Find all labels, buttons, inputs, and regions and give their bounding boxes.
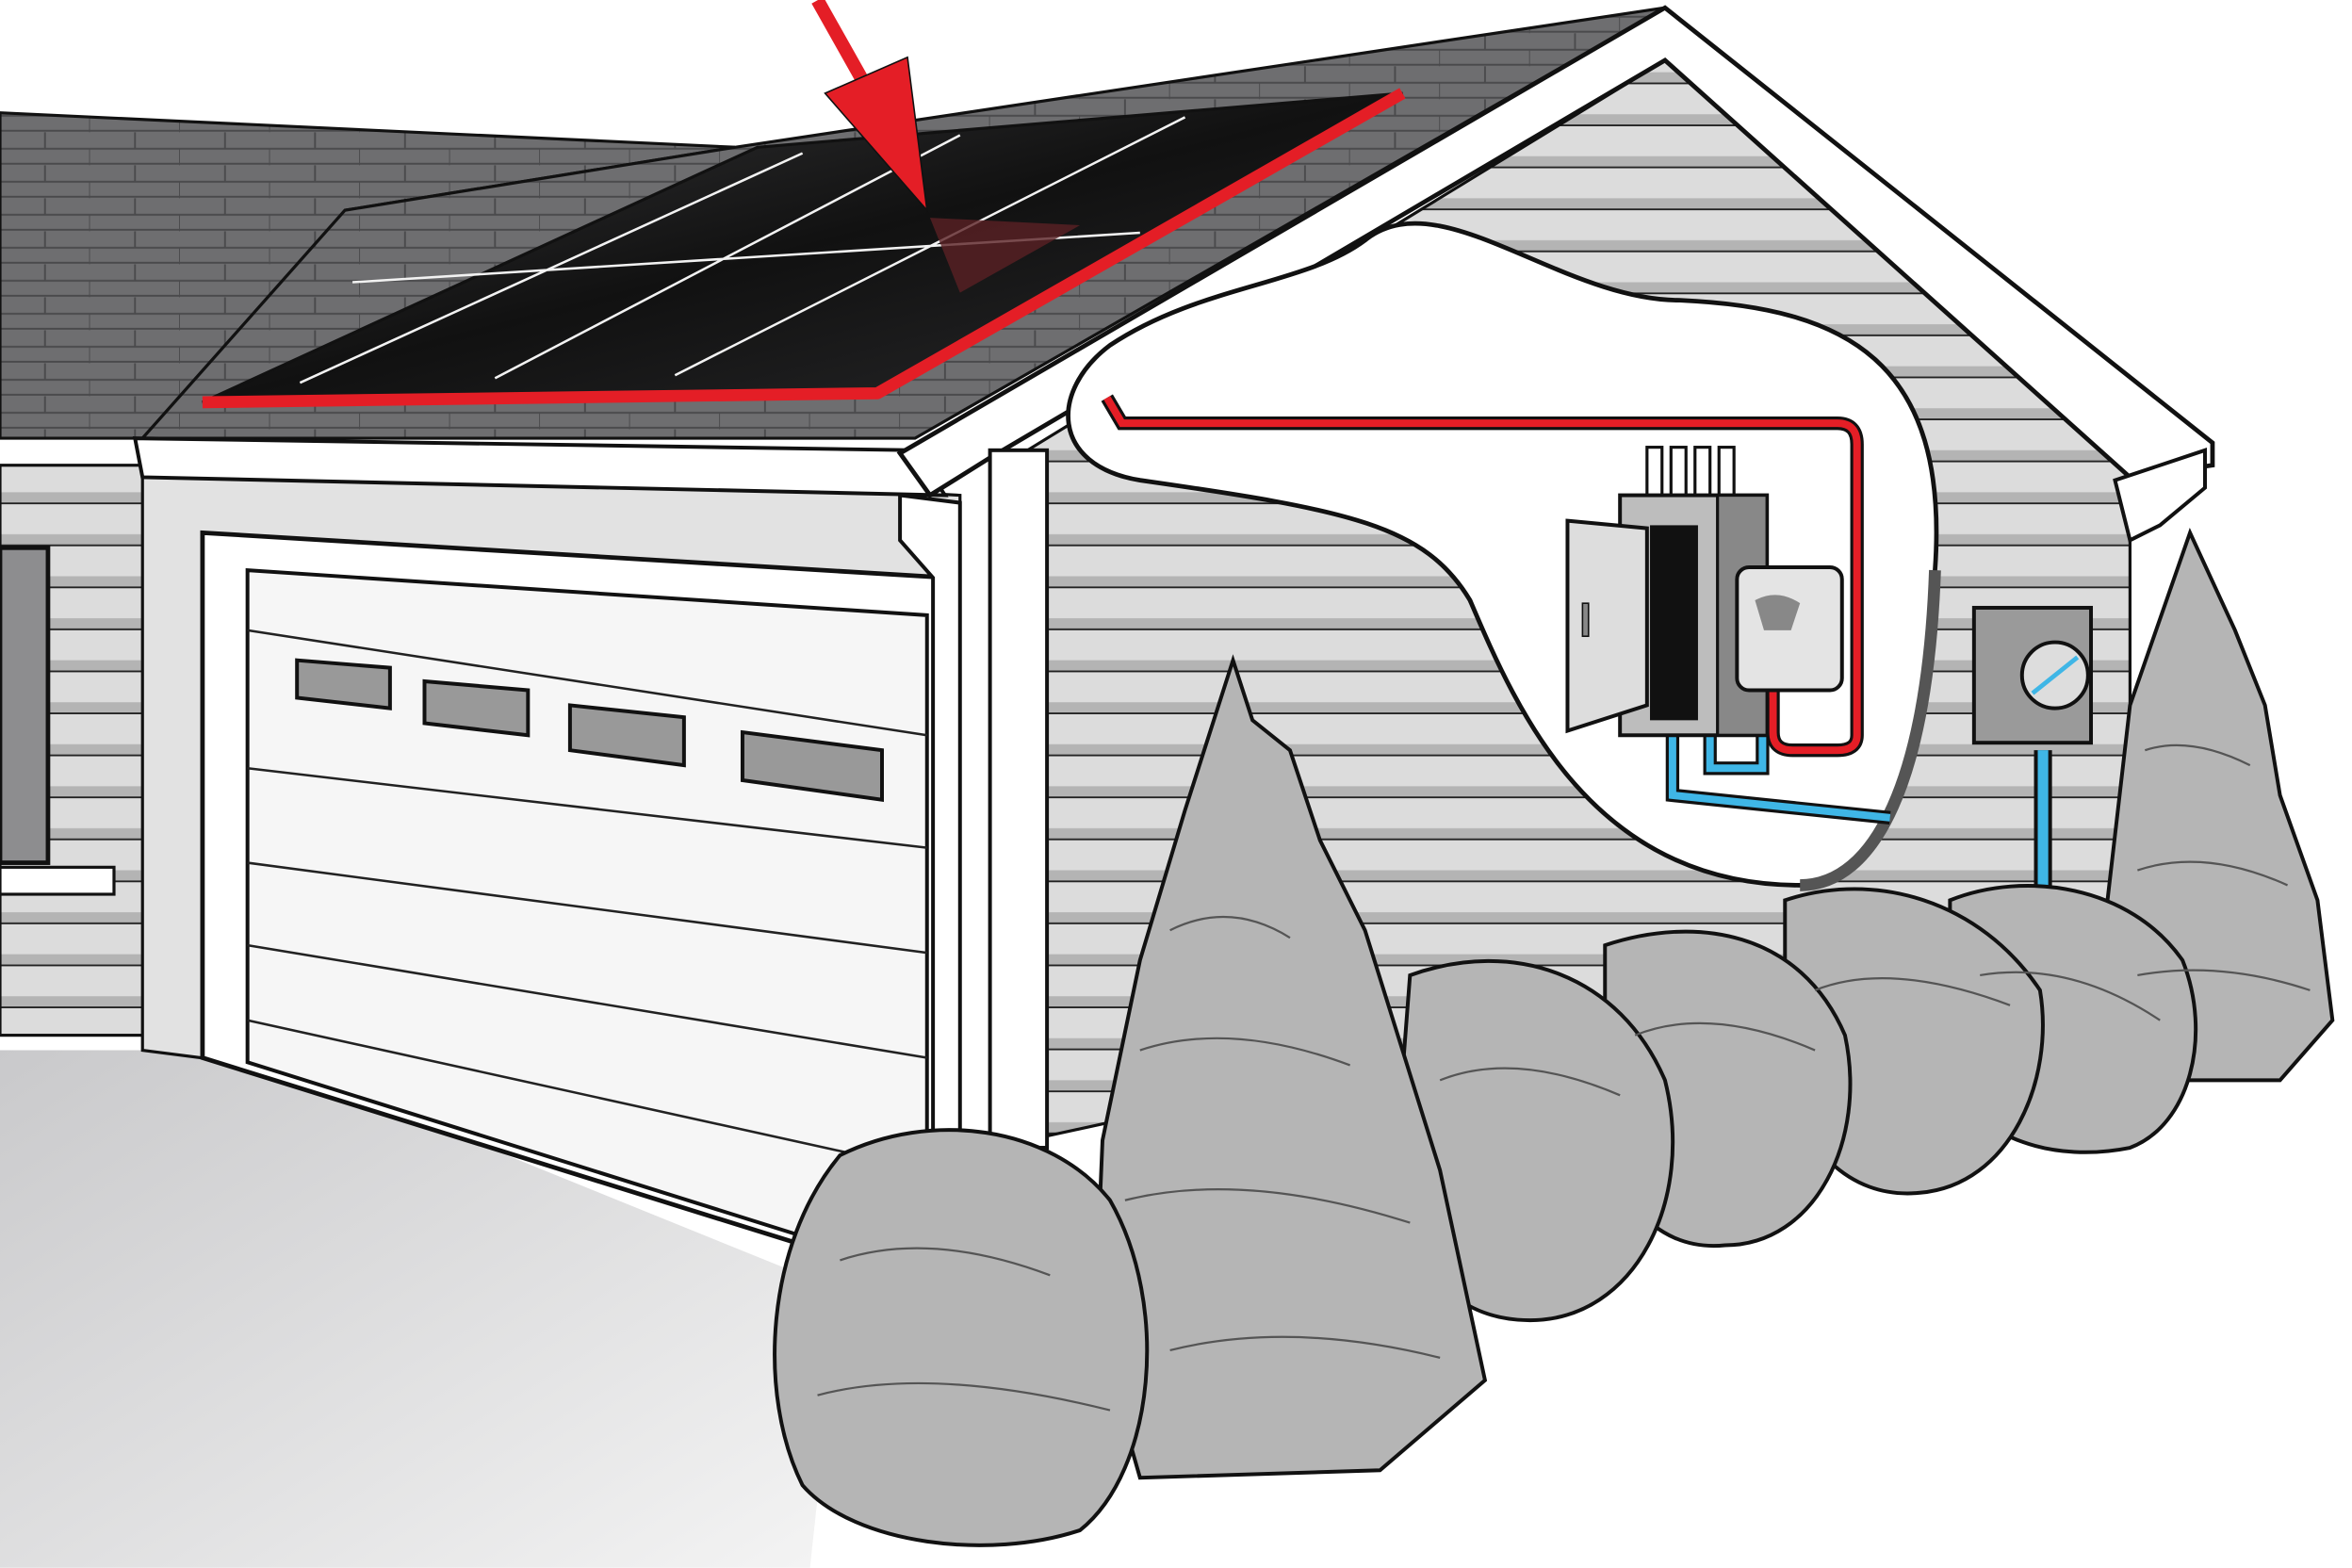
red-arrow-icon [811, 0, 928, 213]
foliage-shading [817, 743, 2311, 1412]
landscaping [773, 528, 2335, 1547]
spruce-tree-center [1093, 654, 1488, 1480]
garage-window [567, 703, 686, 768]
driveway-shadow [0, 1050, 841, 1568]
panel-frame [202, 88, 1406, 409]
panel-door [1565, 518, 1649, 734]
gable-trim [896, 5, 2215, 498]
garage-window [422, 678, 531, 738]
breaker-panel [1565, 446, 1770, 738]
eave-trim [132, 436, 949, 498]
window [0, 545, 51, 865]
shrub [773, 1128, 1150, 1547]
garage-window [740, 729, 884, 803]
garage-door [245, 568, 929, 1279]
solar-panel [202, 88, 1406, 409]
cutaway-interior [1066, 220, 1941, 891]
left-house [0, 464, 152, 1037]
electric-meter [1971, 605, 2094, 886]
right-gutter [2113, 448, 2207, 544]
inverter [1735, 564, 1844, 693]
garage-window [295, 658, 392, 710]
corner-trim [988, 448, 1050, 1151]
